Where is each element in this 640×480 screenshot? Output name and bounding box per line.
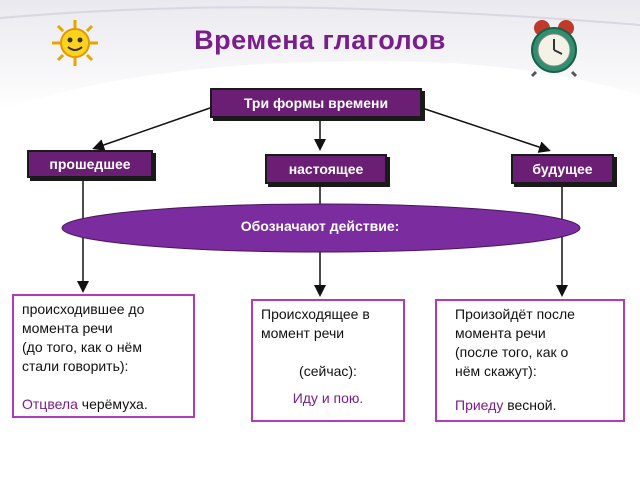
present-line1: Происходящее в [261, 306, 370, 322]
present-description: Происходящее в момент речи (сейчас): Иду… [251, 299, 405, 422]
future-line3: (после того, как о [455, 344, 569, 360]
root-box: Три формы времени [210, 88, 422, 118]
future-box: будущее [511, 154, 614, 184]
present-example-rest: . [359, 390, 364, 406]
future-example-verb: Приеду [455, 397, 504, 413]
alarm-clock-icon [530, 20, 578, 78]
action-ellipse [61, 203, 581, 253]
future-line2: момента речи [455, 325, 546, 341]
past-description: происходившее до момента речи (до того, … [12, 294, 195, 418]
future-description: Произойдёт после момента речи (после тог… [435, 299, 625, 422]
past-line2: момента речи [22, 320, 113, 336]
action-label: Обозначают действие: [240, 218, 400, 234]
present-line3: (сейчас): [299, 363, 357, 379]
present-box: настоящее [265, 154, 387, 184]
past-line4: стали говорить): [22, 358, 129, 374]
future-example-rest: весной. [503, 397, 557, 413]
past-example-rest: черёмуха. [77, 396, 148, 412]
future-line4: нём скажут): [455, 363, 537, 379]
future-line1: Произойдёт после [455, 306, 575, 322]
sun-mascot-icon [52, 20, 98, 66]
past-example-verb: Отцвела [22, 396, 78, 412]
present-example-verb: Иду и пою [292, 390, 360, 406]
present-line2: момент речи [261, 325, 345, 341]
past-example: Отцвела черёмуха. [22, 395, 185, 414]
page-title: Времена глаголов [194, 25, 446, 55]
past-line1: происходившее до [22, 301, 145, 317]
present-example: Иду и пою. [261, 389, 395, 408]
future-example: Приеду весной. [455, 396, 615, 415]
past-box: прошедшее [27, 150, 153, 178]
past-line3: (до того, как о нём [22, 339, 142, 355]
arrow-to-future [421, 107, 551, 153]
arrow-to-past [92, 107, 211, 151]
